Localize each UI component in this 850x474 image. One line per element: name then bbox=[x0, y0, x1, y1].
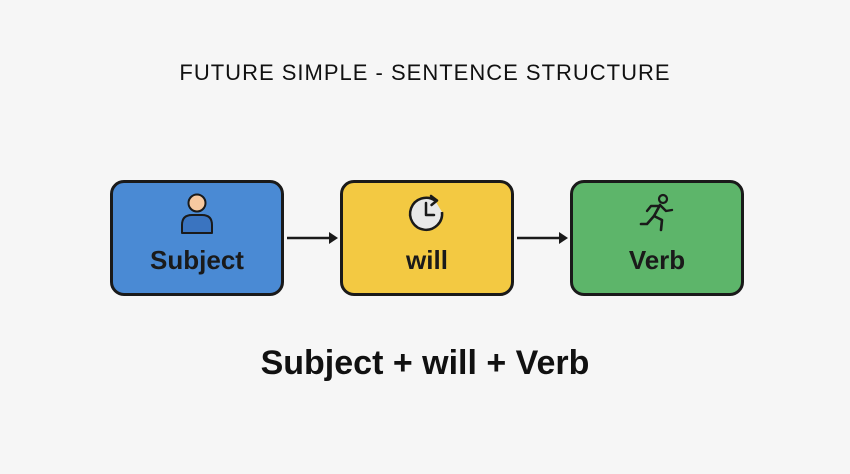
subject-box: Subject bbox=[110, 180, 284, 296]
will-box: will bbox=[340, 180, 514, 296]
verb-label: Verb bbox=[628, 245, 686, 275]
verb-box: Verb bbox=[570, 180, 744, 296]
arrow-will-to-verb bbox=[517, 232, 568, 244]
clock-icon bbox=[343, 191, 511, 237]
person-icon bbox=[113, 191, 281, 237]
structure-formula: Subject + will + Verb bbox=[260, 344, 590, 382]
will-label: will bbox=[406, 245, 448, 275]
arrow-subject-to-will bbox=[287, 232, 338, 244]
subject-label: Subject bbox=[150, 245, 244, 275]
diagram-title: FUTURE SIMPLE - SENTENCE STRUCTURE bbox=[179, 60, 671, 85]
running-person-icon bbox=[573, 191, 741, 237]
